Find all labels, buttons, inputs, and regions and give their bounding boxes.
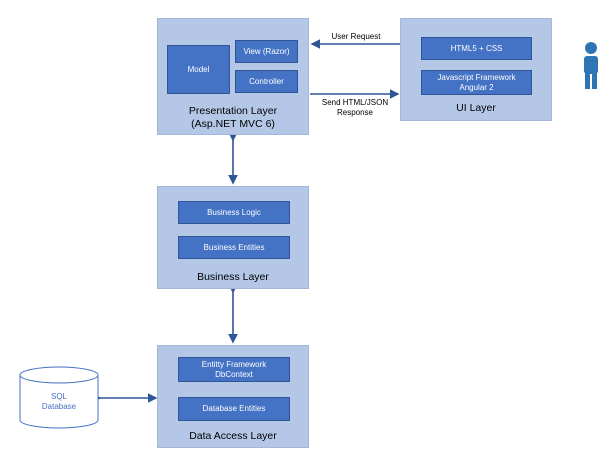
response-label: Send HTML/JSON Response bbox=[321, 98, 389, 117]
user-request-label: User Request bbox=[331, 32, 381, 41]
data-access-layer: Entitty Framework DbContext Database Ent… bbox=[157, 345, 309, 448]
database-entities-block: Database Entities bbox=[178, 397, 290, 421]
controller-block: Controller bbox=[235, 70, 298, 93]
ui-layer: HTML5 + CSS Javascript Framework Angular… bbox=[400, 18, 552, 121]
database-cylinder-icon bbox=[19, 366, 99, 429]
model-block: Model bbox=[167, 45, 230, 94]
business-layer-title: Business Layer bbox=[197, 271, 269, 283]
html-css-block: HTML5 + CSS bbox=[421, 37, 532, 60]
data-access-layer-title: Data Access Layer bbox=[189, 430, 277, 442]
presentation-layer: Model View (Razor) Controller Presentati… bbox=[157, 18, 309, 135]
business-layer: Business Logic Business Entities Busines… bbox=[157, 186, 309, 289]
javascript-framework-block: Javascript Framework Angular 2 bbox=[421, 70, 532, 95]
view-razor-block: View (Razor) bbox=[235, 40, 298, 63]
ui-layer-title: UI Layer bbox=[456, 102, 496, 114]
entity-framework-block: Entitty Framework DbContext bbox=[178, 357, 290, 382]
business-entities-block: Business Entities bbox=[178, 236, 290, 259]
person-icon bbox=[584, 42, 598, 89]
business-logic-block: Business Logic bbox=[178, 201, 290, 224]
presentation-layer-title: Presentation Layer (Asp.NET MVC 6) bbox=[188, 105, 278, 130]
sql-database-label: SQL Database bbox=[41, 392, 77, 411]
